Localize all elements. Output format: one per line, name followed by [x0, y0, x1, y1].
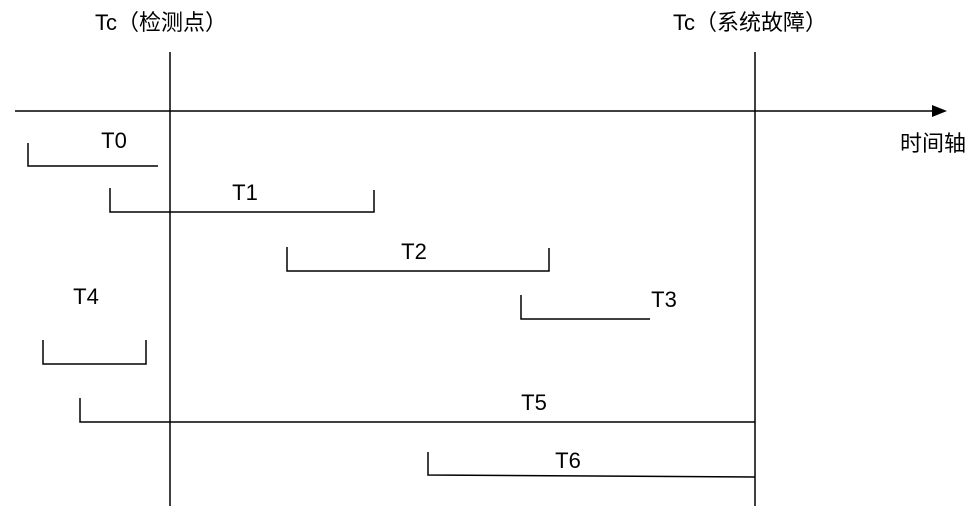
interval-t6-label: T6 — [555, 448, 581, 473]
interval-t1: T1 — [109, 180, 375, 213]
interval-t1-bracket — [109, 188, 375, 213]
interval-t5: T5 — [79, 390, 755, 423]
interval-t1-label: T1 — [232, 180, 258, 205]
interval-t4: T4 — [42, 284, 147, 365]
interval-t3-label: T3 — [651, 287, 677, 312]
interval-t2: T2 — [286, 239, 550, 272]
interval-t4-label: T4 — [73, 284, 99, 309]
interval-t3-bracket — [520, 295, 650, 320]
interval-t5-label: T5 — [521, 390, 547, 415]
interval-t2-label: T2 — [401, 239, 427, 264]
interval-t0-bracket — [27, 143, 158, 167]
system-failure-label: Tc（系统故障） — [673, 10, 827, 35]
interval-t3: T3 — [520, 287, 677, 320]
interval-t5-bracket — [79, 398, 755, 423]
interval-t4-bracket — [42, 340, 147, 365]
time-axis-arrowhead — [932, 105, 947, 117]
time-axis: 时间轴 — [15, 105, 966, 156]
interval-t2-bracket — [286, 247, 550, 272]
interval-t0: T0 — [27, 128, 158, 167]
interval-t6-bracket — [427, 452, 756, 478]
detection-point-label: Tc（检测点） — [95, 10, 227, 35]
time-axis-label: 时间轴 — [900, 131, 966, 156]
interval-t0-label: T0 — [101, 128, 127, 153]
interval-t6: T6 — [427, 448, 756, 478]
